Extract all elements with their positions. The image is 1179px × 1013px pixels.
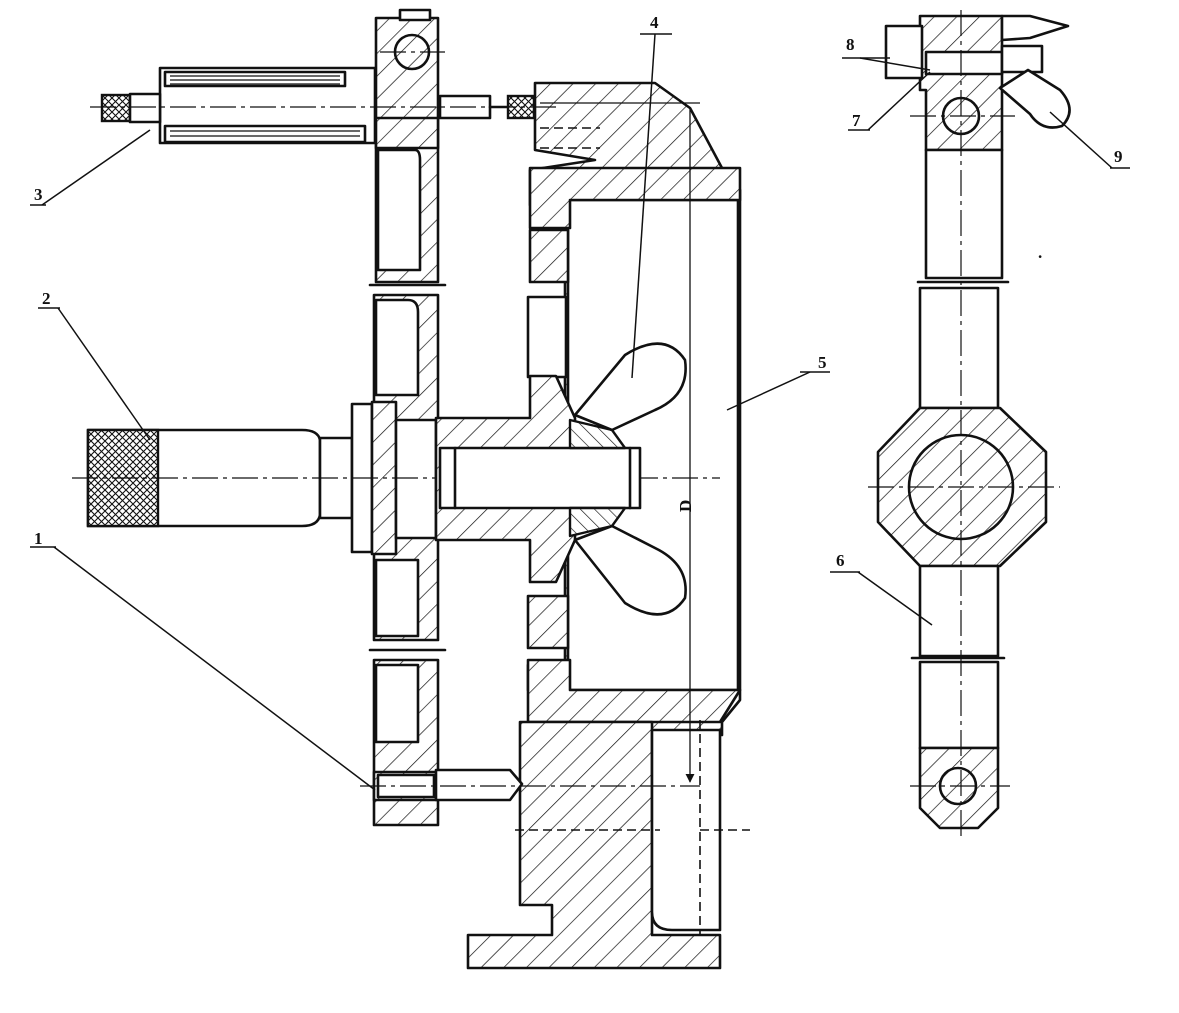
main-assembly-view: D (30, 8, 830, 970)
svg-text:.: . (1038, 243, 1042, 262)
locating-pin (360, 768, 700, 802)
label-part-4: 4 (650, 13, 659, 32)
label-part-6: 6 (836, 551, 845, 570)
handle-shaft (72, 400, 720, 556)
label-part-9: 9 (1114, 147, 1123, 166)
dimension-d: D (540, 102, 700, 783)
label-part-2: 2 (42, 289, 51, 308)
label-part-1: 1 (34, 529, 43, 548)
label-part-7: 7 (852, 111, 861, 130)
label-part-5: 5 (818, 353, 827, 372)
dial-indicator (90, 66, 560, 150)
label-part-8: 8 (846, 35, 855, 54)
dimension-d-label: D (676, 500, 695, 512)
lever-side-view: . (830, 10, 1130, 840)
label-part-3: 3 (34, 185, 43, 204)
hub-wing-nut (434, 342, 687, 616)
